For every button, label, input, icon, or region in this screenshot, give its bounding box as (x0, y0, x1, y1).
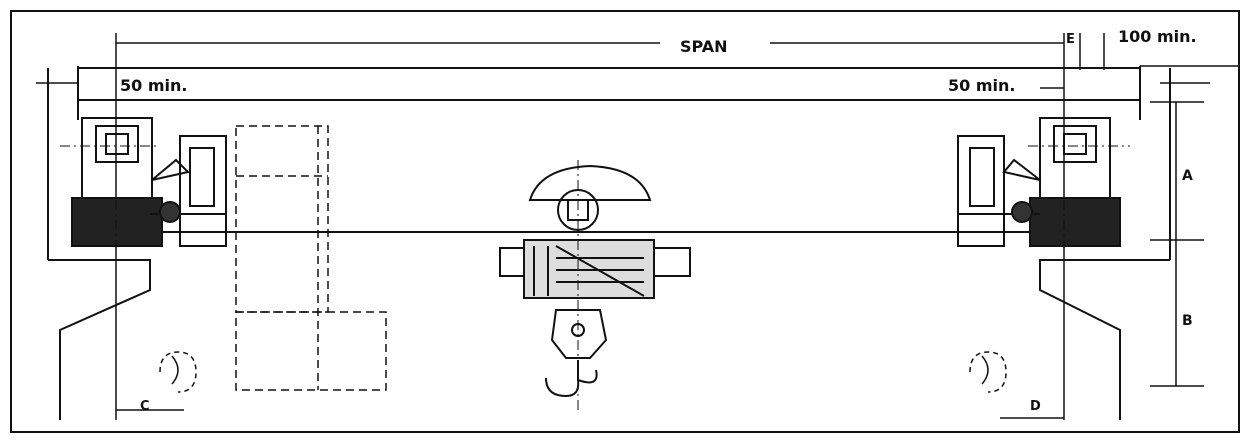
clearance-left-label: 50 min. (120, 76, 187, 95)
right-end-truck (957, 117, 1121, 247)
clearance-dimensions (36, 65, 1240, 89)
dim-b-label: B (1182, 313, 1193, 329)
clearance-right-label: 50 min. (948, 76, 1015, 95)
center-hoist (499, 164, 691, 398)
vertical-dimension (1150, 101, 1204, 387)
hook-swing-left (116, 351, 197, 411)
dim-c-label: C (140, 399, 150, 414)
building-outline (47, 66, 1171, 420)
end-clearance-label: 100 min. (1118, 27, 1197, 46)
left-end-truck (71, 117, 227, 247)
e1-label: E (1066, 32, 1075, 47)
hook-swing-right (969, 351, 1064, 419)
dim-d-label: D (1030, 399, 1041, 414)
dim-a-label: A (1182, 168, 1193, 184)
center-lines (60, 100, 1130, 410)
dashed-hoist-outline (235, 125, 387, 391)
frame-border (10, 10, 1240, 433)
span-label: SPAN (680, 37, 728, 56)
